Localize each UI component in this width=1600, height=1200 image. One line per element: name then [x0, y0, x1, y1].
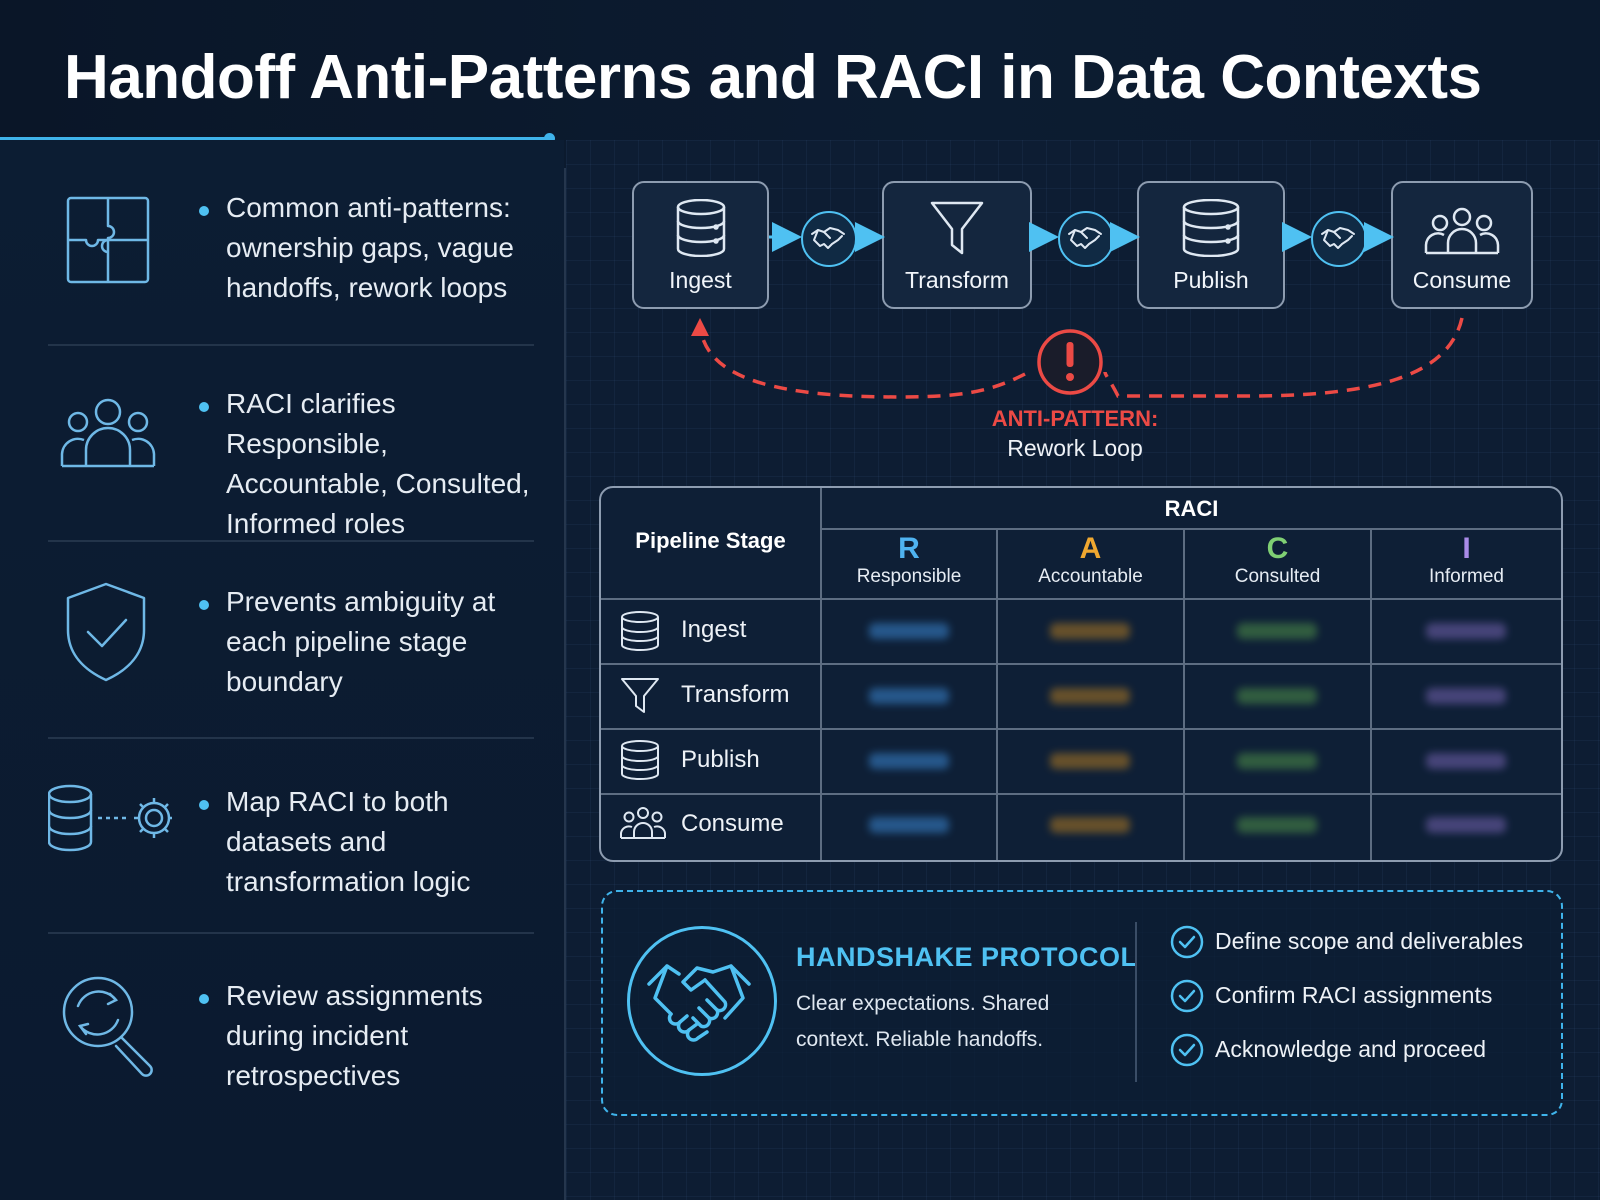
raci-column-header: I Informed	[1429, 532, 1504, 587]
users-icon	[620, 807, 666, 839]
magnifier-cycle-icon	[48, 976, 172, 1086]
row-separator	[48, 344, 534, 346]
raci-column-header: A Accountable	[1038, 532, 1143, 587]
bullet-item: Review assignments during incident retro…	[48, 976, 534, 1126]
redacted-cell	[1050, 623, 1130, 639]
row-stage-label: Publish	[681, 746, 760, 773]
bullet-dot	[199, 994, 209, 1004]
stage-ingest: Ingest	[632, 181, 769, 309]
bullet-dot	[199, 402, 209, 412]
users-icon	[1424, 207, 1500, 255]
row-separator	[48, 540, 534, 542]
redacted-cell	[1050, 753, 1130, 769]
bullet-text: Common anti-patterns: ownership gaps, va…	[226, 192, 514, 303]
title-bar: Handoff Anti-Patterns and RACI in Data C…	[0, 0, 1600, 140]
database-icon	[621, 611, 659, 651]
row-stage-label: Consume	[681, 810, 784, 837]
stage-consume: Consume	[1391, 181, 1533, 309]
redacted-cell	[1050, 688, 1130, 704]
bullet-item: RACI clarifies Responsible, Accountable,…	[48, 388, 534, 540]
row-separator	[48, 932, 534, 934]
stage-transform: Transform	[882, 181, 1032, 309]
handshake-icon	[627, 926, 777, 1076]
handshake-icon	[801, 211, 857, 267]
bullet-dot	[199, 206, 209, 216]
protocol-description: Clear expectations. Shared context. Reli…	[796, 992, 1050, 1051]
redacted-cell	[869, 817, 949, 833]
title-underline	[0, 137, 550, 140]
handshake-protocol-panel: HANDSHAKE PROTOCOL Clear expectations. S…	[601, 890, 1563, 1116]
anti-pattern-subtitle: Rework Loop	[1007, 435, 1143, 461]
raci-table: Pipeline Stage RACI R Responsible A Acco…	[599, 486, 1563, 862]
redacted-cell	[1426, 623, 1506, 639]
database-icon	[1182, 199, 1240, 257]
database-gear-icon	[47, 782, 174, 892]
bullet-dot	[199, 600, 209, 610]
database-icon	[676, 199, 725, 257]
redacted-cell	[869, 623, 949, 639]
panel-divider	[564, 168, 566, 1200]
bullet-item: Common anti-patterns: ownership gaps, va…	[48, 188, 534, 338]
bullet-dot	[199, 800, 209, 810]
redacted-cell	[1237, 753, 1317, 769]
flow-connectors	[691, 222, 1464, 399]
check-circle-icon	[1170, 979, 1204, 1013]
team-icon	[48, 390, 172, 500]
alert-icon	[1037, 329, 1103, 395]
redacted-cell	[1426, 817, 1506, 833]
raci-column-header: R Responsible	[856, 532, 962, 587]
database-icon	[621, 740, 659, 780]
check-circle-icon	[1170, 925, 1204, 959]
bullet-text: Map RACI to both datasets and transforma…	[226, 786, 471, 897]
redacted-cell	[1237, 623, 1317, 639]
stage-label: Ingest	[669, 267, 732, 293]
title-underline-dot	[544, 133, 555, 144]
checklist-label: Define scope and deliverables	[1215, 928, 1524, 954]
funnel-icon	[621, 678, 659, 713]
row-separator	[48, 737, 534, 739]
stage-label: Consume	[1412, 267, 1512, 293]
anti-pattern-title: ANTI-PATTERN:	[991, 406, 1159, 431]
redacted-cell	[1050, 817, 1130, 833]
bullet-text: RACI clarifies Responsible, Accountable,…	[226, 388, 530, 539]
stage-column-header: Pipeline Stage	[635, 528, 786, 553]
protocol-title: HANDSHAKE PROTOCOL	[796, 942, 1138, 972]
left-panel	[0, 140, 564, 1200]
bullet-item: Map RACI to both datasets and transforma…	[47, 782, 534, 932]
row-stage-label: Transform	[681, 681, 790, 708]
bullet-text: Review assignments during incident retro…	[226, 980, 483, 1091]
rework-loop-arrow	[700, 317, 1464, 399]
stage-label: Publish	[1173, 267, 1249, 293]
funnel-icon	[930, 201, 984, 255]
stage-label: Transform	[905, 267, 1009, 293]
check-circle-icon	[1170, 1033, 1204, 1067]
redacted-cell	[1237, 688, 1317, 704]
checklist-label: Confirm RACI assignments	[1215, 982, 1493, 1008]
raci-column-header: C Consulted	[1234, 532, 1321, 587]
protocol-separator	[1135, 922, 1137, 1082]
row-stage-label: Ingest	[681, 616, 747, 643]
bullet-text: Prevents ambiguity at each pipeline stag…	[226, 586, 496, 697]
redacted-cell	[1426, 753, 1506, 769]
redacted-cell	[1237, 817, 1317, 833]
shield-check-icon	[48, 582, 172, 692]
raci-group-header: RACI	[1164, 496, 1219, 521]
redacted-cell	[869, 753, 949, 769]
rework-arrowhead	[691, 318, 709, 336]
bullet-item: Prevents ambiguity at each pipeline stag…	[48, 582, 534, 732]
redacted-cell	[869, 688, 949, 704]
redacted-cell	[1426, 688, 1506, 704]
puzzle-icon	[48, 188, 172, 298]
checklist-label: Acknowledge and proceed	[1215, 1036, 1487, 1062]
page-title: Handoff Anti-Patterns and RACI in Data C…	[64, 43, 1482, 112]
